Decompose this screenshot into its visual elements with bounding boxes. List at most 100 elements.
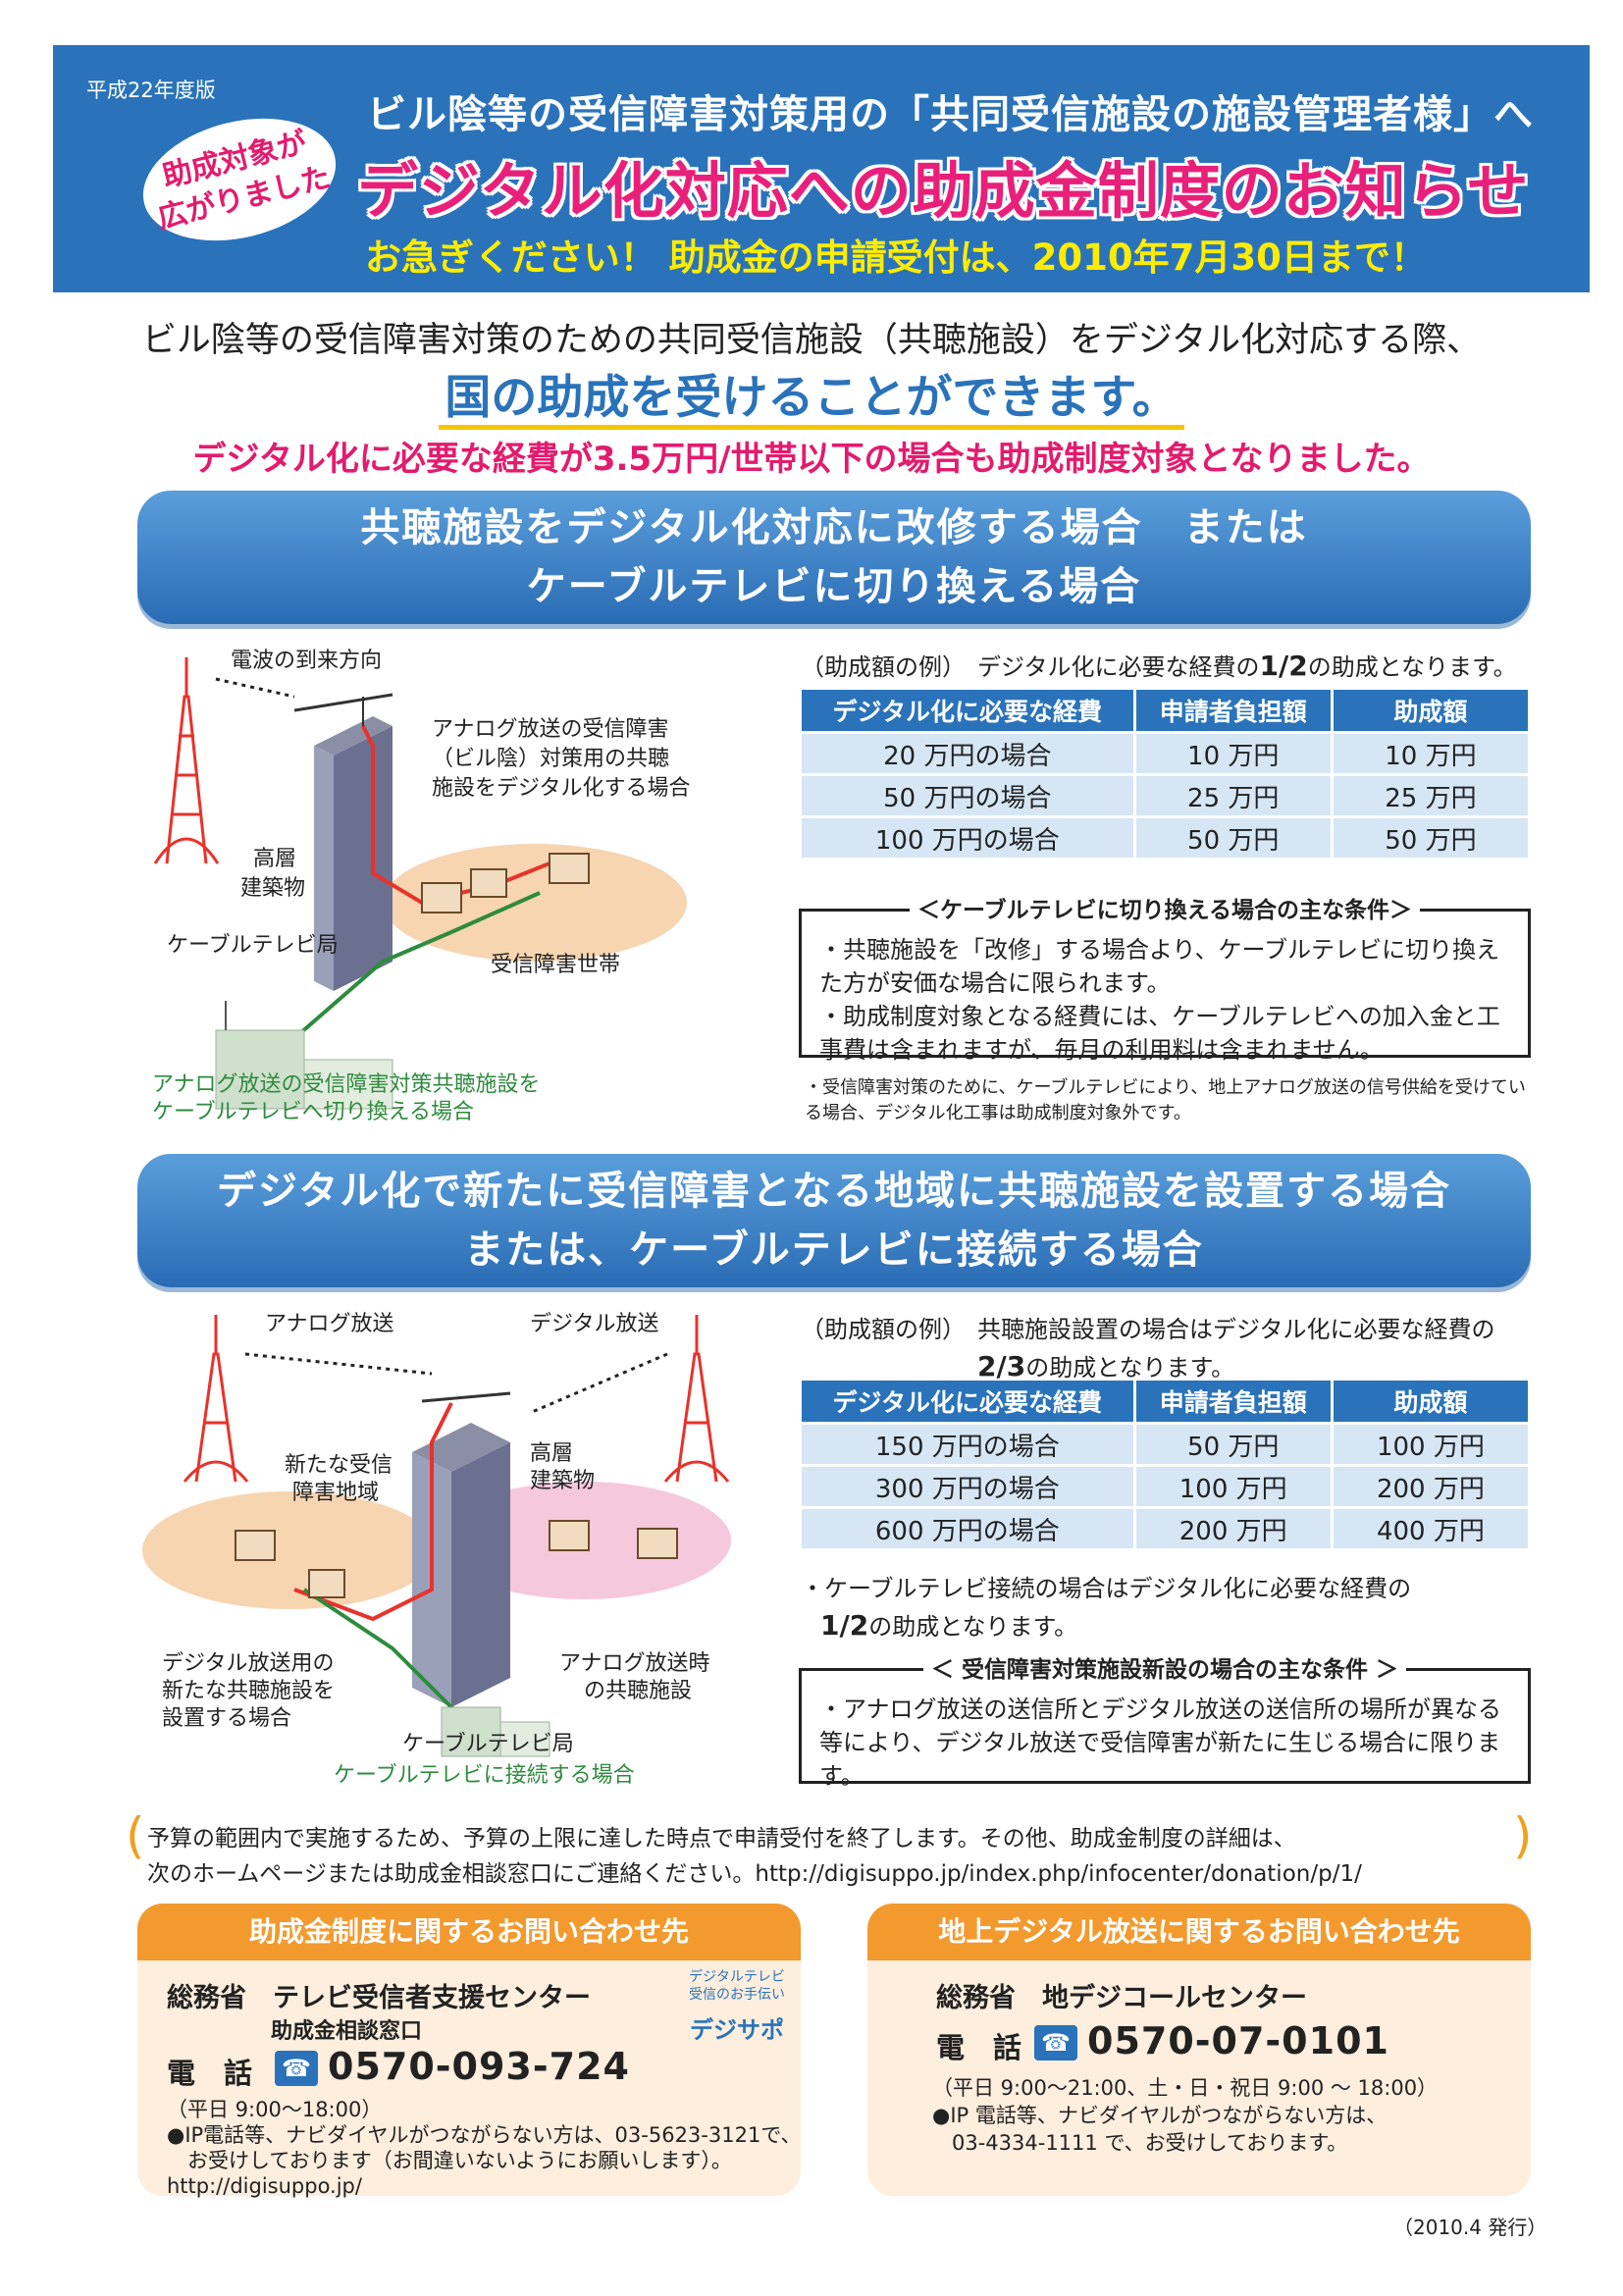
- table-cell: 10 万円: [1135, 734, 1331, 773]
- cable-line: [268, 891, 541, 1062]
- section-1-table: デジタル化に必要な経費 申請者負担額 助成額 20 万円の場合 10 万円 10…: [799, 687, 1531, 861]
- contact-subsidy: 助成金制度に関するお問い合わせ先 総務省 テレビ受信者支援センター 助成金相談窓…: [137, 1904, 802, 2198]
- table-cell: 50 万円の場合: [802, 776, 1133, 815]
- analog-wave-arrow: [244, 1352, 433, 1376]
- phone-label: 電 話: [936, 2031, 1022, 2064]
- table-cell: 50 万円: [1333, 818, 1528, 858]
- analog-tower-icon: [183, 1315, 249, 1483]
- contact-subsidy-ip-1: ●IP電話等、ナビダイヤルがつながらない方は、03-5623-3121で、: [167, 2123, 802, 2147]
- households-label: 受信障害世帯: [491, 953, 620, 977]
- digital-facility-label-2: 新たな共聴施設を: [162, 1679, 335, 1703]
- contact-subsidy-header: 助成金制度に関するお問い合わせ先: [137, 1904, 801, 1960]
- intro-headline-text: 国の助成を受けることができます。: [439, 371, 1184, 430]
- section-1-caption-fraction: 1/2: [1259, 650, 1308, 682]
- section-1-conditions: ＜ケーブルテレビに切り換える場合の主な条件＞ ・共聴施設を「改修」する場合より、…: [799, 898, 1531, 1064]
- digital-wave-arrow: [529, 1352, 668, 1415]
- table-cell: 25 万円: [1135, 776, 1331, 815]
- new-area-label-1: 新たな受信: [285, 1453, 393, 1478]
- table-cell: 25 万円: [1333, 776, 1528, 815]
- table-row: 600 万円の場合 200 万円 400 万円: [802, 1509, 1528, 1548]
- cable-station-label: ケーブルテレビ局: [402, 1732, 574, 1756]
- logo-line-1: デジタルテレビ: [689, 1969, 785, 1985]
- contact-digital-org: 総務省 地デジコールセンター: [936, 1983, 1307, 2013]
- intro-line-1: ビル陰等の受信障害対策のための共同受信施設（共聴施設）をデジタル化対応する際、: [141, 321, 1482, 360]
- cable-connect-note: ・ケーブルテレビ接続の場合はデジタル化に必要な経費の 1/2の助成となります。: [801, 1570, 1411, 1645]
- table-cell: 400 万円: [1333, 1509, 1528, 1548]
- building-label-2: 建築物: [240, 876, 305, 901]
- budget-line-2: 次のホームページまたは助成金相談窓口にご連絡ください。http://digisu…: [147, 1861, 1362, 1887]
- logo-line-2: 受信のお手伝い: [689, 1987, 785, 2003]
- cable-station-icon: [441, 1706, 550, 1757]
- table-row: 20 万円の場合 10 万円 10 万円: [802, 734, 1528, 773]
- section-2-caption-suffix: の助成となります。: [1025, 1354, 1235, 1382]
- new-interference-area: [142, 1491, 437, 1609]
- contact-digital-phone[interactable]: 0570-07-0101: [1087, 2019, 1389, 2062]
- table-header: デジタル化に必要な経費: [802, 1381, 1133, 1422]
- section-2-banner-line-1: デジタル化で新たに受信障害となる地域に共聴施設を設置する場合: [217, 1169, 1451, 1214]
- wave-direction-label: 電波の到来方向: [231, 649, 382, 673]
- diagram-desc-3: 施設をデジタル化する場合: [432, 776, 691, 801]
- cable-note-prefix: ・ケーブルテレビ接続の場合はデジタル化に必要な経費の: [801, 1575, 1412, 1602]
- digital-facility-label-1: デジタル放送用の: [162, 1651, 335, 1676]
- issue-date: （2010.4 発行）: [1393, 2216, 1547, 2239]
- cable-line: [302, 1588, 463, 1719]
- contact-subsidy-url[interactable]: http://digisuppo.jp/: [167, 2174, 362, 2198]
- conditions-title: ＜ 受信障害対策施設新設の場合の主な条件 ＞: [802, 1653, 1528, 1687]
- deadline-notice: お急ぎください！ 助成金の申請受付は、2010年7月30日まで！: [365, 236, 1427, 279]
- section-2-caption-fraction: 2/3: [977, 1350, 1026, 1383]
- section-1-banner-line-2: ケーブルテレビに切り換える場合: [526, 564, 1142, 609]
- analog-label: アナログ放送: [265, 1312, 394, 1336]
- table-cell: 200 万円: [1333, 1467, 1528, 1506]
- contact-digital-hours: （平日 9:00～21:00、土・日・祝日 9:00 ～ 18:00）: [932, 2076, 1439, 2100]
- cable-connect-label: ケーブルテレビに接続する場合: [334, 1763, 635, 1788]
- table-header: 申請者負担額: [1135, 690, 1331, 731]
- table-header: 助成額: [1333, 1381, 1528, 1422]
- table-row: 150 万円の場合 50 万円 100 万円: [802, 1425, 1528, 1464]
- diagram-desc-2: （ビル陰）対策用の共聴: [432, 747, 669, 771]
- contact-subsidy-phone[interactable]: 0570-093-724: [328, 2045, 630, 2088]
- digital-signal-line: [293, 1402, 453, 1622]
- high-rise-building: [293, 693, 393, 991]
- condition-item: ・アナログ放送の送信所とデジタル放送の送信所の場所が異なる等により、デジタル放送…: [819, 1696, 1502, 1790]
- cable-station-label: ケーブルテレビ局: [167, 933, 339, 958]
- digisuppo-logo: デジタルテレビ 受信のお手伝い デジサポ: [683, 1968, 791, 2044]
- phone-label: 電 話: [167, 2057, 253, 2090]
- diagram-desc-1: アナログ放送の受信障害: [432, 717, 669, 742]
- reception-area: [383, 844, 687, 962]
- high-rise-building: [412, 1391, 511, 1707]
- conditions-title-text: ＜ 受信障害対策施設新設の場合の主な条件 ＞: [922, 1657, 1406, 1683]
- section-2-caption: （助成額の例） 共聴施設設置の場合はデジタル化に必要な経費の 2/3の助成となり…: [801, 1311, 1495, 1386]
- header-subtitle: ビル陰等の受信障害対策用の「共同受信施設の施設管理者様」へ: [367, 92, 1534, 137]
- contact-subsidy-hours: （平日 9:00～18:00）: [167, 2098, 383, 2121]
- digital-tower-icon: [663, 1315, 730, 1483]
- section-2-table: デジタル化に必要な経費 申請者負担額 助成額 150 万円の場合 50 万円 1…: [799, 1378, 1531, 1551]
- navi-dial-icon: ☎: [1034, 2025, 1077, 2061]
- table-cell: 100 万円の場合: [802, 818, 1133, 858]
- section-2-caption-line-1: （助成額の例） 共聴施設設置の場合はデジタル化に必要な経費の: [801, 1316, 1495, 1343]
- page-title: デジタル化対応への助成金制度のお知らせ: [357, 155, 1530, 227]
- contact-digital-ip-1: ●IP 電話等、ナビダイヤルがつながらない方は、: [932, 2104, 1387, 2127]
- digital-label: デジタル放送: [530, 1312, 659, 1336]
- edition-label: 平成22年度版: [86, 78, 216, 102]
- table-cell: 100 万円: [1135, 1467, 1331, 1506]
- conditions-title-text: ＜ケーブルテレビに切り換える場合の主な条件＞: [910, 898, 1420, 923]
- bracket-right: ): [1513, 1807, 1533, 1864]
- intro-line-3: デジタル化に必要な経費が3.5万円/世帯以下の場合も助成制度対象となりました。: [192, 440, 1431, 479]
- table-cell: 200 万円: [1135, 1509, 1331, 1548]
- contact-subsidy-org: 総務省 テレビ受信者支援センター: [167, 1983, 591, 2013]
- cable-note-suffix: の助成となります。: [868, 1613, 1078, 1641]
- switch-label-2: ケーブルテレビへ切り換える場合: [152, 1100, 474, 1124]
- cable-station-icon: [215, 1001, 393, 1110]
- building-label-1: 高層: [530, 1441, 573, 1466]
- budget-line-1: 予算の範囲内で実施するため、予算の上限に達した時点で申請受付を終了します。その他…: [147, 1826, 1296, 1852]
- table-cell: 600 万円の場合: [802, 1509, 1133, 1548]
- table-cell: 300 万円の場合: [802, 1467, 1133, 1506]
- section-2-conditions: ＜ 受信障害対策施設新設の場合の主な条件 ＞ ・アナログ放送の送信所とデジタル放…: [799, 1657, 1531, 1790]
- section-2-banner: デジタル化で新たに受信障害となる地域に共聴施設を設置する場合 または、ケーブルテ…: [137, 1154, 1531, 1287]
- table-cell: 10 万円: [1333, 734, 1528, 773]
- house-icons: [421, 853, 590, 913]
- analog-signal-line: [361, 725, 550, 906]
- section-2-banner-line-2: または、ケーブルテレビに接続する場合: [464, 1227, 1204, 1273]
- logo-text: デジサポ: [690, 2016, 784, 2044]
- building-label-1: 高層: [253, 847, 296, 871]
